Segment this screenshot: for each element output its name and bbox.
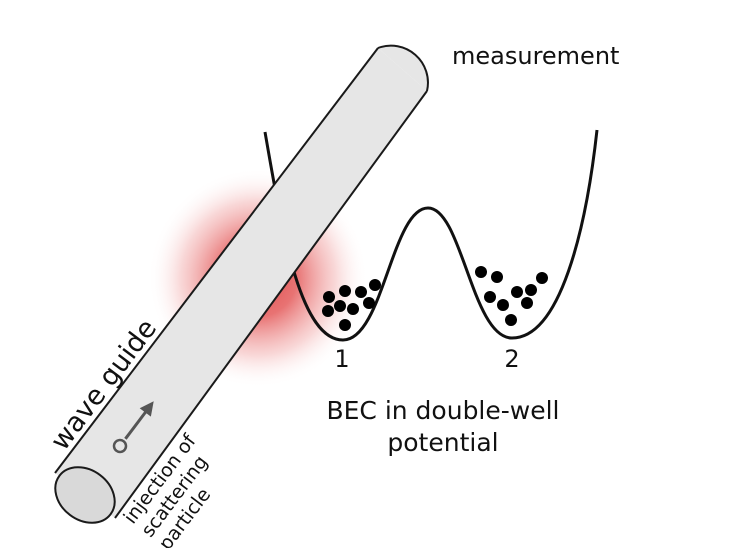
bec-caption-line-2: potential (387, 428, 498, 457)
particle (339, 319, 351, 331)
well-2-label: 2 (504, 345, 519, 373)
particle (347, 303, 359, 315)
scattering-particle-icon (112, 438, 128, 454)
particle (511, 286, 523, 298)
particle (505, 314, 517, 326)
particle (369, 279, 381, 291)
particle (339, 285, 351, 297)
particle (322, 305, 334, 317)
particle (363, 297, 375, 309)
particle (525, 284, 537, 296)
particle (521, 297, 533, 309)
well-1-label: 1 (334, 345, 349, 373)
arrow-up-right-icon (124, 409, 148, 440)
wave-guide-tube (54, 44, 429, 524)
measurement-label: measurement (452, 42, 619, 70)
particle (355, 286, 367, 298)
bec-caption-line-1: BEC in double-well (326, 396, 559, 425)
particle (536, 272, 548, 284)
particle (475, 266, 487, 278)
particle (497, 299, 509, 311)
particles-well-2 (475, 266, 548, 326)
double-well-potential-curve (263, 129, 599, 342)
wave-guide-opening (54, 466, 116, 524)
particle (491, 271, 503, 283)
particles-well-1 (322, 279, 381, 331)
particle (334, 300, 346, 312)
arrow-head (139, 401, 154, 417)
injection-arrow (112, 401, 154, 454)
particle (323, 291, 335, 303)
particle (484, 291, 496, 303)
